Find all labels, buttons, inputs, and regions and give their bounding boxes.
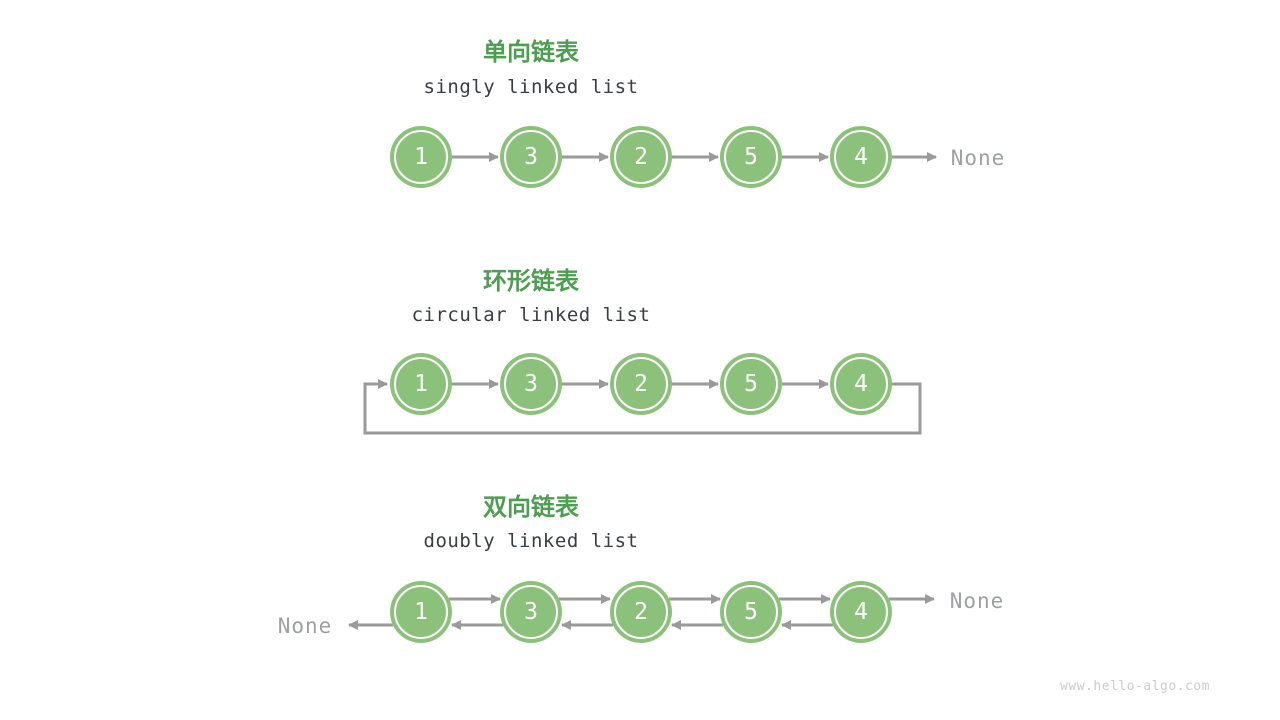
node-ring: 4 (834, 357, 888, 411)
node-value: 5 (744, 143, 758, 170)
section-title-circular: 环形链表 (483, 268, 579, 295)
node-value: 2 (634, 370, 648, 397)
node-ring: 2 (614, 585, 668, 639)
node-ring: 5 (724, 585, 778, 639)
node-value: 5 (744, 370, 758, 397)
section-subtitle-doubly: doubly linked list (423, 530, 639, 552)
loop-back-arrow (363, 379, 922, 435)
circular-next-arrows (363, 379, 922, 435)
list-node: 1 (390, 126, 452, 188)
none-label-singly-tail: None (950, 146, 1006, 170)
node-ring: 1 (394, 130, 448, 184)
node-value: 4 (854, 143, 868, 170)
list-node: 1 (390, 353, 452, 415)
node-ring: 2 (614, 357, 668, 411)
node-value: 4 (854, 370, 868, 397)
node-value: 1 (414, 143, 428, 170)
section-title-singly: 单向链表 (483, 39, 579, 66)
section-subtitle-circular: circular linked list (411, 304, 651, 326)
node-value: 2 (634, 598, 648, 625)
node-ring: 2 (614, 130, 668, 184)
list-node: 2 (610, 353, 672, 415)
list-node: 3 (500, 581, 562, 643)
list-node: 4 (830, 353, 892, 415)
node-value: 2 (634, 143, 648, 170)
section-subtitle-singly: singly linked list (423, 76, 639, 98)
node-ring: 3 (504, 130, 558, 184)
node-value: 5 (744, 598, 758, 625)
node-ring: 3 (504, 357, 558, 411)
list-node: 2 (610, 581, 672, 643)
node-value: 3 (524, 598, 538, 625)
node-ring: 4 (834, 130, 888, 184)
node-value: 3 (524, 370, 538, 397)
none-label-doubly-tail: None (949, 589, 1005, 613)
list-node: 4 (830, 126, 892, 188)
list-node: 5 (720, 353, 782, 415)
watermark: www.hello-algo.com (1060, 679, 1210, 694)
node-ring: 3 (504, 585, 558, 639)
node-ring: 1 (394, 357, 448, 411)
node-value: 1 (414, 598, 428, 625)
section-title-doubly: 双向链表 (483, 494, 579, 521)
node-ring: 4 (834, 585, 888, 639)
node-value: 4 (854, 598, 868, 625)
node-value: 3 (524, 143, 538, 170)
list-node: 5 (720, 126, 782, 188)
node-ring: 5 (724, 130, 778, 184)
node-ring: 5 (724, 357, 778, 411)
list-node: 4 (830, 581, 892, 643)
node-ring: 1 (394, 585, 448, 639)
list-node: 3 (500, 126, 562, 188)
list-node: 3 (500, 353, 562, 415)
node-value: 1 (414, 370, 428, 397)
list-node: 2 (610, 126, 672, 188)
list-node: 1 (390, 581, 452, 643)
list-node: 5 (720, 581, 782, 643)
none-label-doubly-head: None (277, 614, 333, 638)
